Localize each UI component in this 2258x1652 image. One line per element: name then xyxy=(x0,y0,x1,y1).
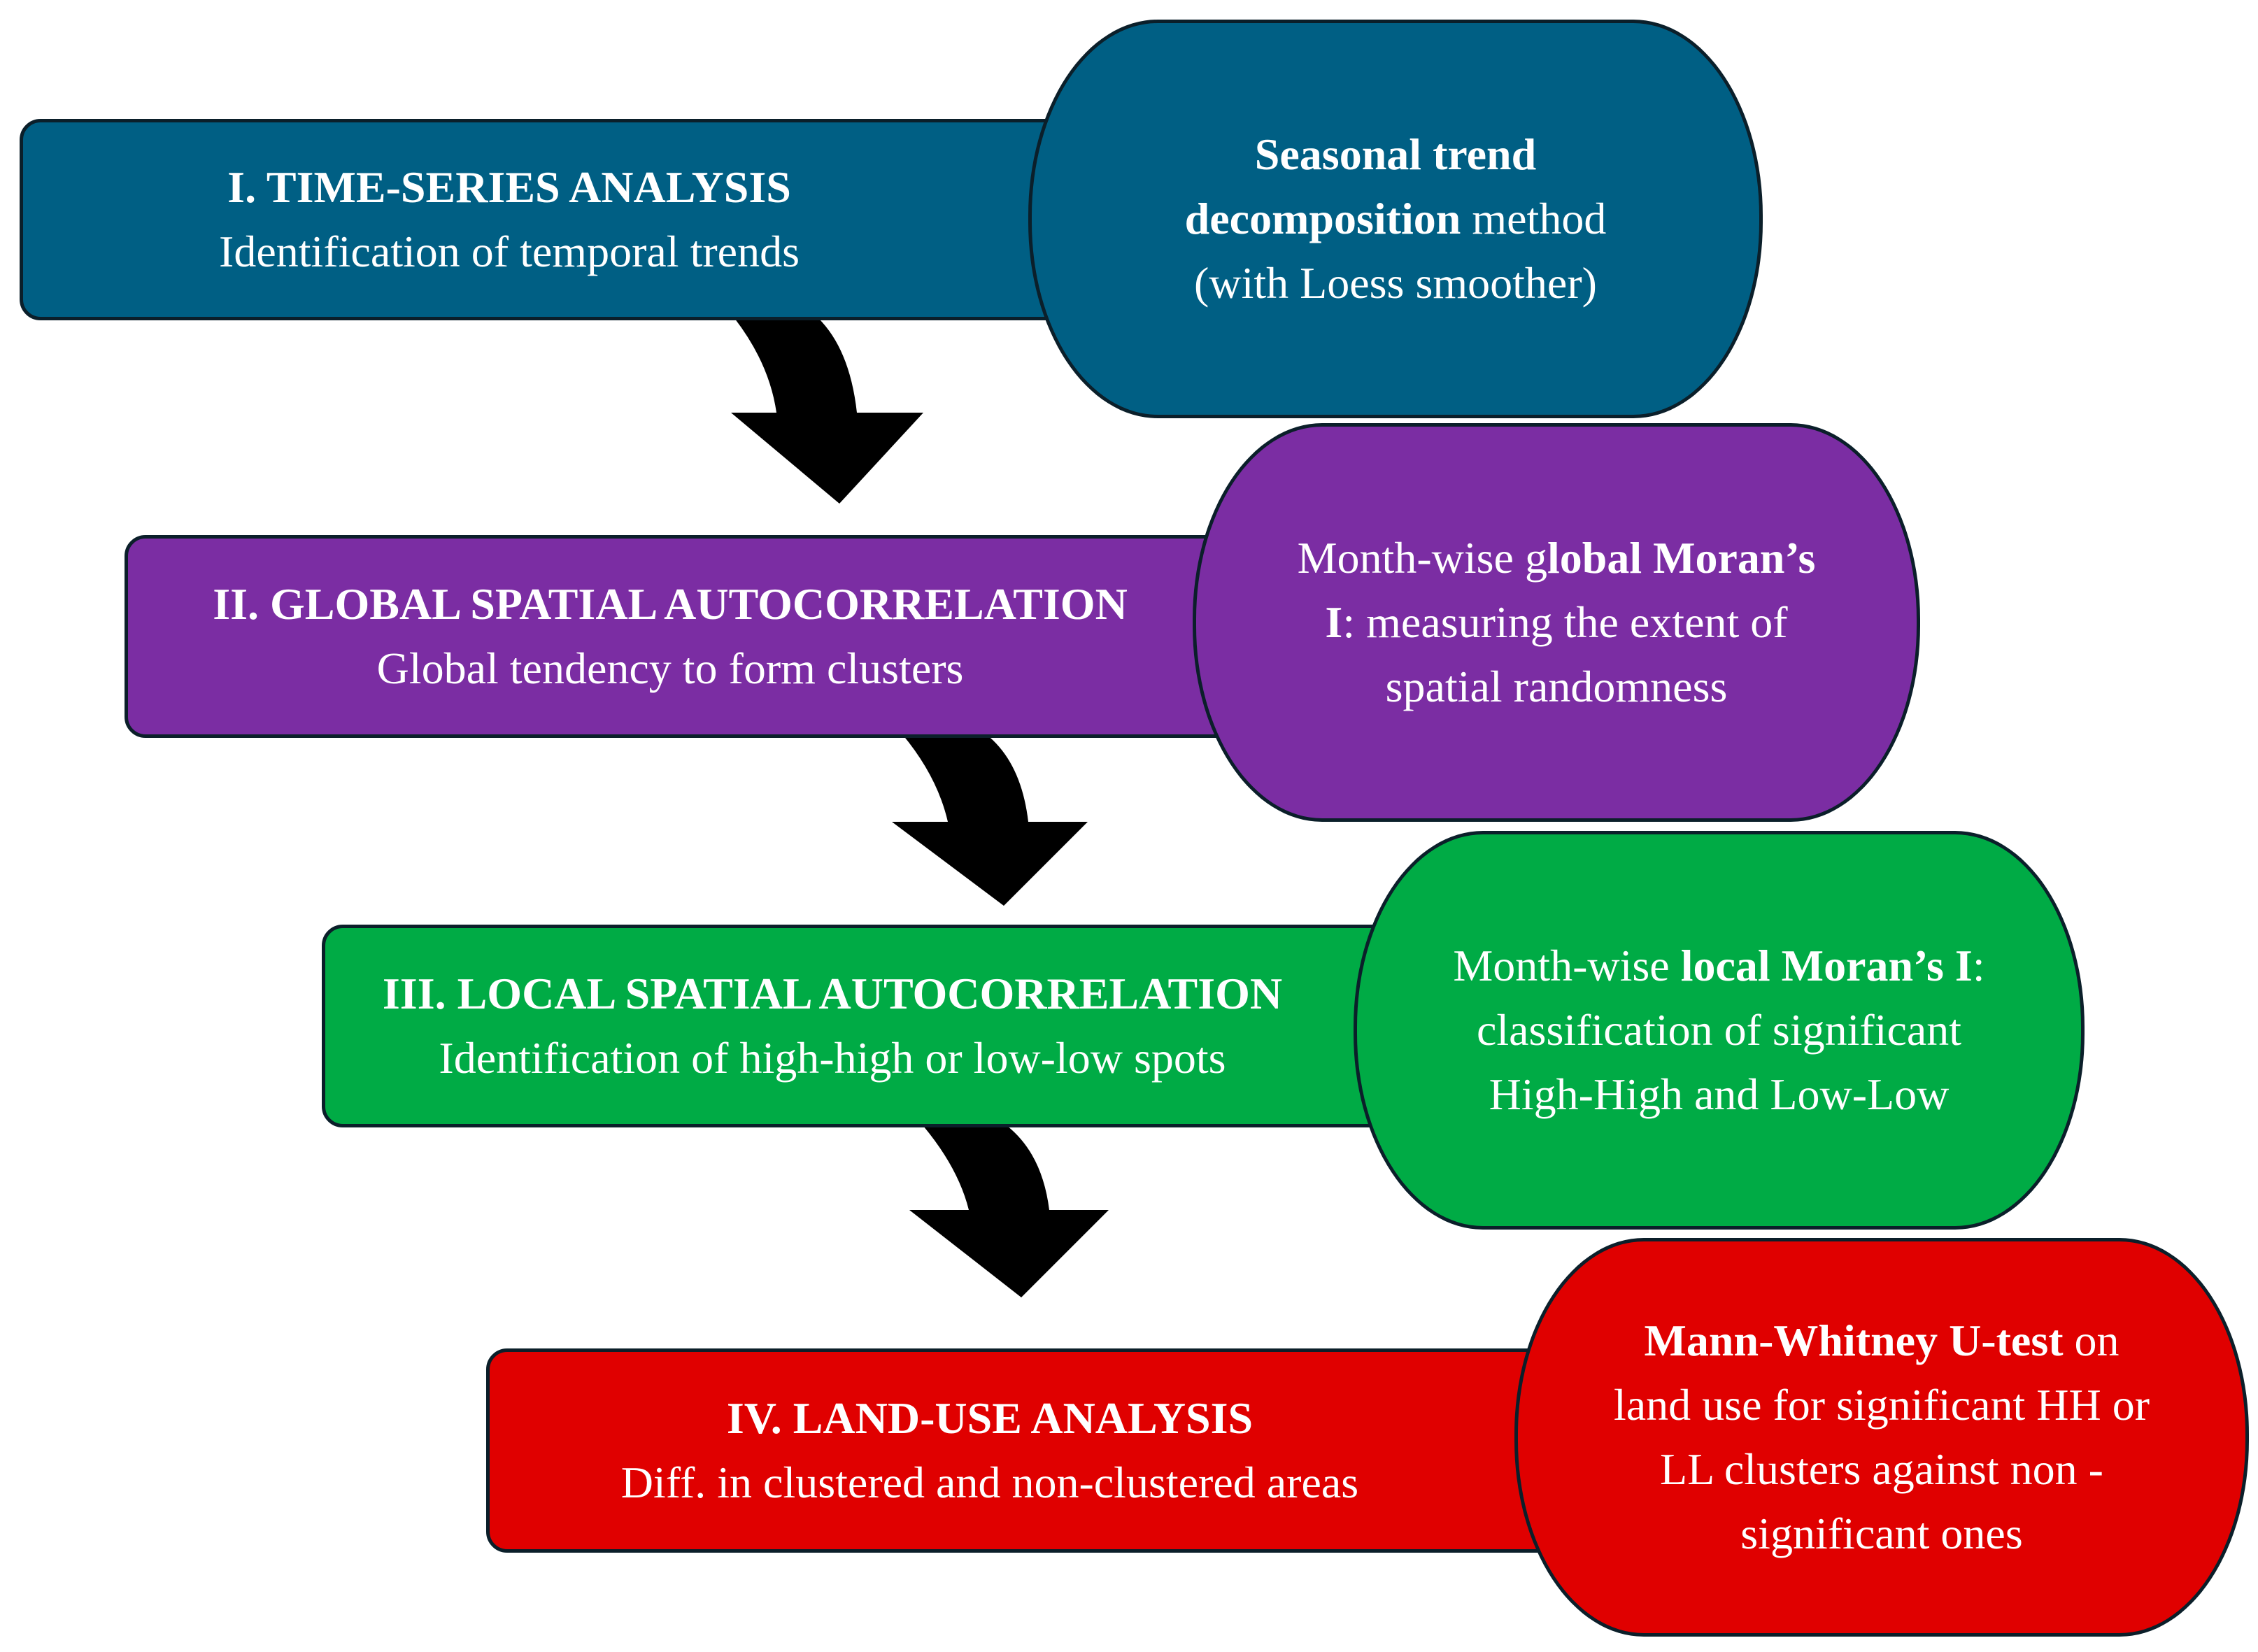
step-2-method-line2-rest: : measuring the extent of xyxy=(1342,597,1788,647)
step-3-method-line1-post: : xyxy=(1972,941,1985,990)
step-1-method-line3: (with Loess smoother) xyxy=(1194,258,1597,308)
step-3-subtitle: Identification of high-high or low-low s… xyxy=(439,1033,1226,1083)
step-4-subtitle: Diff. in clustered and non-clustered are… xyxy=(620,1458,1359,1507)
step-4-method-pill: Mann-Whitney U-test on land use for sign… xyxy=(1514,1238,2249,1637)
arrow-step2-to-step3 xyxy=(892,734,1088,906)
step-1-box: I. TIME-SERIES ANALYSIS Identification o… xyxy=(20,119,1097,320)
step-2-method-line1-bold: lobal Moran’s xyxy=(1547,533,1816,583)
step-3-box: III. LOCAL SPATIAL AUTOCORRELATION Ident… xyxy=(322,925,1420,1127)
step-1-method-line2-bold: decomposition xyxy=(1184,194,1461,243)
step-4-title: IV. LAND-USE ANALYSIS xyxy=(726,1393,1254,1443)
step-2-method-line2-bold: I xyxy=(1325,597,1343,647)
step-3-method-line1-bold: local Moran’s I xyxy=(1680,941,1973,990)
arrow-step1-to-step2 xyxy=(731,318,923,504)
step-2-box: II. GLOBAL SPATIAL AUTOCORRELATION Globa… xyxy=(125,535,1258,738)
step-4-method-line3: LL clusters against non - xyxy=(1660,1444,2103,1494)
step-3-method-line2: classification of significant xyxy=(1476,1005,1962,1055)
step-1-method-pill: Seasonal trend decomposition method (wit… xyxy=(1028,20,1763,418)
step-2-subtitle: Global tendency to form clusters xyxy=(376,643,964,693)
step-3-title: III. LOCAL SPATIAL AUTOCORRELATION xyxy=(382,969,1283,1018)
step-3-method-pill: Month-wise local Moran’s I: classificati… xyxy=(1354,831,2085,1230)
step-4-method-line1-rest: on xyxy=(2063,1316,2119,1365)
step-3-method-line1-pre: Month-wise xyxy=(1453,941,1681,990)
step-4-method-line4: significant ones xyxy=(1740,1509,2023,1558)
step-2-method-line3: spatial randomness xyxy=(1385,662,1728,711)
step-2-title: II. GLOBAL SPATIAL AUTOCORRELATION xyxy=(213,579,1128,629)
step-3-method-line3: High-High and Low-Low xyxy=(1489,1069,1950,1119)
step-4-method-line1-bold: Mann-Whitney U-test xyxy=(1644,1316,2064,1365)
step-2-method-line1-pre: Month-wise g xyxy=(1297,533,1547,583)
step-1-method-line1: Seasonal trend xyxy=(1254,129,1537,179)
step-1-subtitle: Identification of temporal trends xyxy=(219,227,800,276)
step-4-box: IV. LAND-USE ANALYSIS Diff. in clustered… xyxy=(486,1348,1577,1553)
step-1-method-line2-rest: method xyxy=(1461,194,1607,243)
arrow-step3-to-step4 xyxy=(909,1126,1109,1297)
step-1-title: I. TIME-SERIES ANALYSIS xyxy=(227,162,791,212)
step-4-method-line2: land use for significant HH or xyxy=(1613,1380,2150,1430)
step-2-method-pill: Month-wise global Moran’s I: measuring t… xyxy=(1193,423,1920,822)
